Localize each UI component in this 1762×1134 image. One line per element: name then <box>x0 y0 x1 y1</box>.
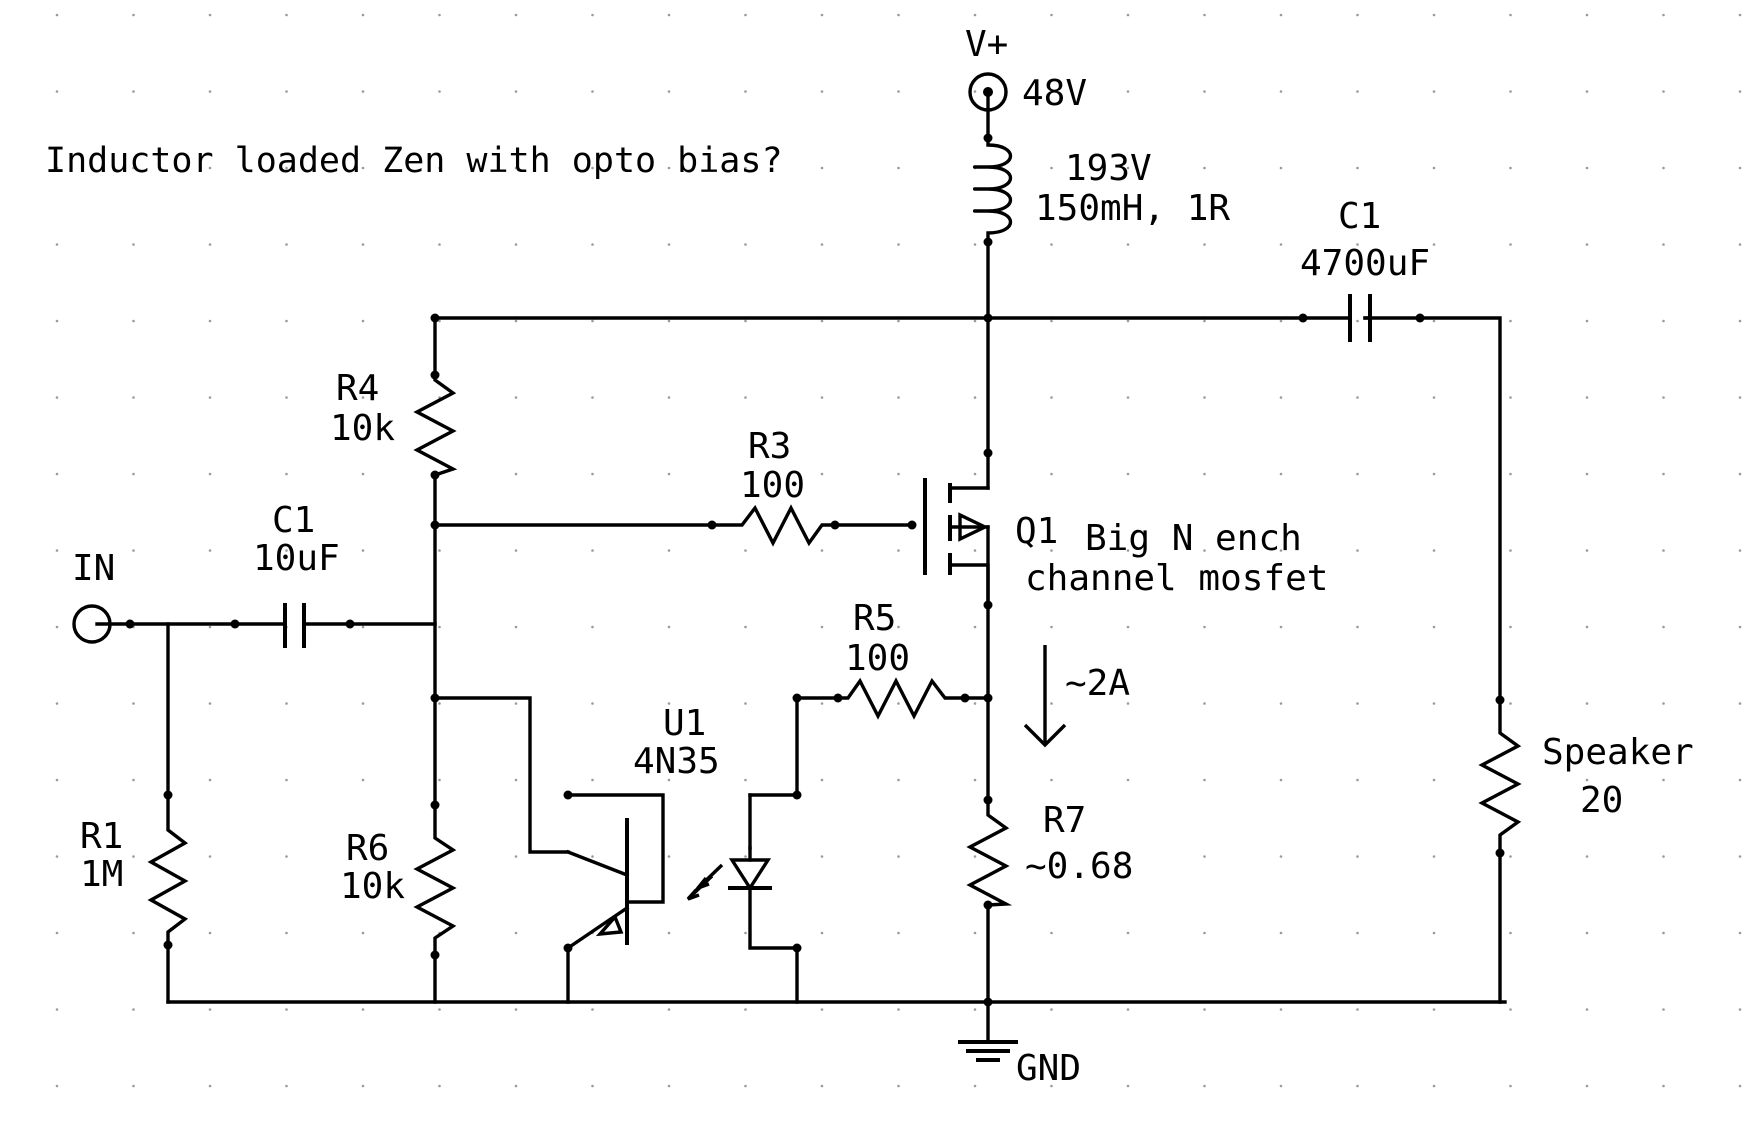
junction-dot <box>833 693 843 703</box>
r1-value: 1M <box>80 854 123 895</box>
r4-value: 10k <box>330 408 395 449</box>
current-label: ~2A <box>1065 663 1130 704</box>
current-arrow <box>1023 645 1067 748</box>
junction-dot <box>125 619 135 629</box>
inductor-spec: 150mH, 1R <box>1035 188 1230 229</box>
optocoupler-u1 <box>565 818 772 1004</box>
junction-dot <box>830 520 840 530</box>
junction-dot <box>792 943 802 953</box>
junction-dot <box>230 619 240 629</box>
speaker-name: Speaker <box>1542 732 1694 773</box>
junction-dot <box>983 900 993 910</box>
u1-value: 4N35 <box>633 741 720 782</box>
r3-name: R3 <box>748 426 791 467</box>
output-capacitor <box>1301 294 1372 342</box>
mosfet-q1 <box>923 478 990 607</box>
input-connector <box>72 604 112 644</box>
r6-value: 10k <box>340 866 405 907</box>
junction-dot <box>345 619 355 629</box>
u1-name: U1 <box>663 703 706 744</box>
ground-label: GND <box>1016 1048 1081 1089</box>
junction-dot <box>983 237 993 247</box>
supply-value: 48V <box>1022 73 1087 114</box>
junction-dot <box>163 790 173 800</box>
junction-dot <box>430 370 440 380</box>
diagram-title: Inductor loaded Zen with opto bias? <box>45 141 783 181</box>
speaker-value: 20 <box>1580 780 1623 821</box>
junction-dot <box>983 133 993 143</box>
c-in-value: 10uF <box>253 538 340 579</box>
grid-dots <box>55 13 1742 1088</box>
junction-dot <box>983 795 993 805</box>
r7-name: R7 <box>1043 800 1086 841</box>
junction-dot <box>430 470 440 480</box>
junction-dot <box>430 520 440 530</box>
wires <box>95 90 1507 1044</box>
junction-dot <box>792 790 802 800</box>
resistor-r7 <box>966 800 1013 907</box>
junction-dot <box>1298 313 1308 323</box>
junction-dot <box>983 448 993 458</box>
junction-dots <box>125 133 1505 1007</box>
junction-dot <box>430 800 440 810</box>
junction-dot <box>1495 848 1505 858</box>
junction-dot <box>707 520 717 530</box>
junction-dot <box>1495 695 1505 705</box>
r4-name: R4 <box>336 368 379 409</box>
junction-dot <box>563 790 573 800</box>
q1-desc-line1: Big N ench <box>1085 518 1302 559</box>
junction-dot <box>163 940 173 950</box>
q1-name: Q1 <box>1015 511 1058 552</box>
r7-value: ~0.68 <box>1025 846 1133 887</box>
r6-name: R6 <box>346 828 389 869</box>
ground-symbol <box>958 1040 1018 1062</box>
c-out-name: C1 <box>1338 196 1381 237</box>
input-label: IN <box>72 548 115 589</box>
junction-dot <box>792 693 802 703</box>
resistor-r6 <box>413 805 457 955</box>
inductor <box>973 138 1013 242</box>
resistor-r1 <box>147 795 189 945</box>
junction-dot <box>983 313 993 323</box>
r1-name: R1 <box>80 816 123 857</box>
junction-dot <box>907 520 917 530</box>
junction-dot <box>983 693 993 703</box>
junction-dot <box>1415 313 1425 323</box>
r3-value: 100 <box>740 465 805 506</box>
junction-dot <box>430 313 440 323</box>
junction-dot <box>960 693 970 703</box>
supply-name: V+ <box>965 24 1008 65</box>
resistor-r5 <box>838 677 965 720</box>
inductor-value: 193V <box>1065 148 1152 189</box>
input-capacitor <box>233 603 352 648</box>
r5-name: R5 <box>853 598 896 639</box>
speaker <box>1478 700 1522 853</box>
c-out-value: 4700uF <box>1300 243 1430 284</box>
supply-terminal <box>968 72 1008 112</box>
junction-dot <box>983 997 993 1007</box>
r5-value: 100 <box>845 638 910 679</box>
junction-dot <box>430 693 440 703</box>
resistor-r4 <box>413 375 458 477</box>
junction-dot <box>563 943 573 953</box>
junction-dot <box>983 600 993 610</box>
resistor-r3 <box>712 504 835 547</box>
c-in-name: C1 <box>272 500 315 541</box>
q1-desc-line2: channel mosfet <box>1025 558 1328 599</box>
junction-dot <box>430 950 440 960</box>
